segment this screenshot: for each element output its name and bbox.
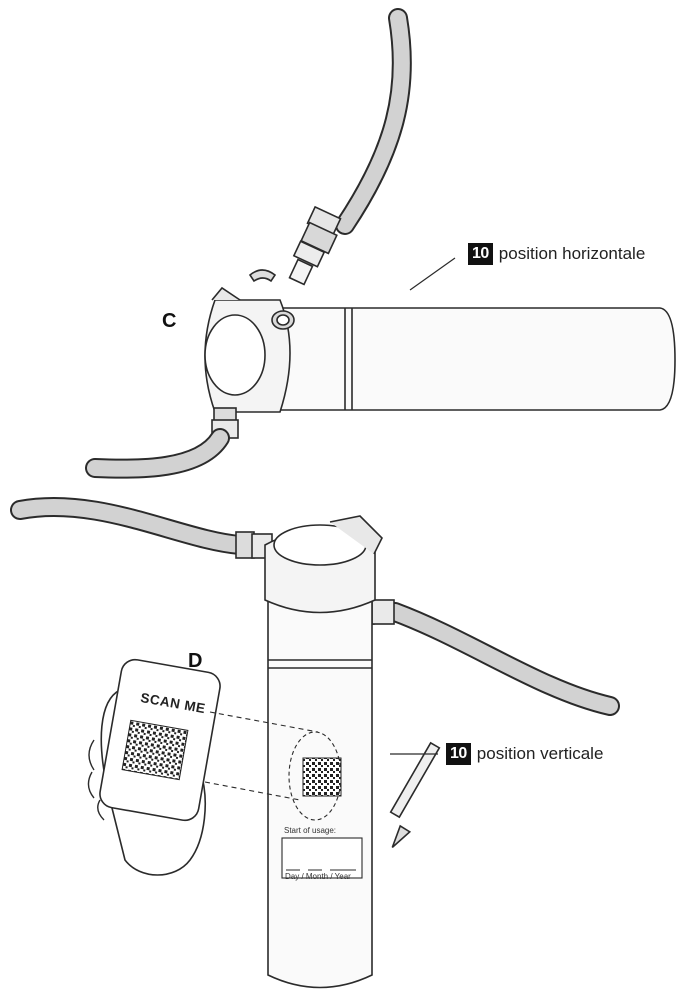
usage-date-box — [281, 837, 363, 879]
horizontal-callout-leader — [409, 257, 456, 291]
callout-horizontal-badge: 10 — [468, 243, 493, 265]
phone-in-hand — [87, 658, 221, 876]
retaining-clip — [248, 269, 277, 283]
callout-horizontal-text: position horizontale — [498, 244, 646, 263]
step-c-label: C — [162, 310, 177, 332]
callout-horizontal: 10 position horizontale — [468, 243, 645, 265]
step-d-label: D — [188, 650, 203, 672]
date-format-label: Day / Month / Year — [285, 872, 351, 881]
phone-qr-code — [121, 719, 189, 781]
start-usage-label: Start of usage: — [284, 826, 337, 835]
upper-hose-fitting — [288, 205, 342, 286]
horizontal-cylinder — [237, 307, 676, 411]
cylinder-qr-code — [302, 757, 342, 797]
callout-vertical: 10 position verticale — [446, 743, 603, 765]
callout-vertical-badge: 10 — [446, 743, 471, 765]
vertical-filter-assembly — [10, 496, 620, 989]
marker-pen — [389, 741, 441, 848]
callout-vertical-text: position verticale — [476, 744, 604, 763]
horizontal-filter-assembly — [85, 8, 676, 479]
